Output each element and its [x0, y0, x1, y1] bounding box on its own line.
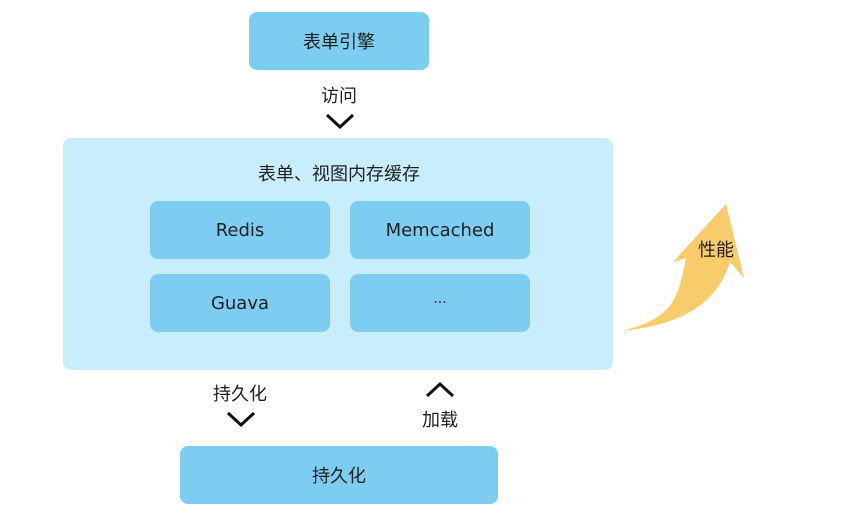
cache-item-more: ... [350, 274, 530, 332]
performance-arrow-shape [622, 204, 744, 331]
cache-item-label: Guava [210, 292, 270, 314]
access-label: 访问 [321, 86, 357, 107]
cache-panel: 表单、视图内存缓存 Redis Memcached Guava ... [63, 138, 613, 370]
form-engine-box: 表单引擎 [249, 12, 429, 70]
persistence-label: 持久化 [312, 466, 366, 487]
chevron-down-icon [226, 410, 256, 428]
cache-item-label: Redis [215, 219, 265, 241]
chevron-up-icon [425, 381, 455, 399]
chevron-down-icon [325, 112, 355, 130]
form-engine-label: 表单引擎 [303, 32, 375, 53]
persistence-box: 持久化 [180, 446, 498, 504]
cache-item-label: ... [433, 291, 447, 307]
cache-item-memcached: Memcached [350, 201, 530, 259]
curved-arrow-icon: 性能 [618, 200, 748, 339]
cache-item-redis: Redis [150, 201, 330, 259]
performance-label: 性能 [698, 240, 734, 261]
load-label: 加载 [422, 410, 458, 431]
cache-item-guava: Guava [150, 274, 330, 332]
persist-label: 持久化 [213, 384, 267, 405]
cache-panel-title: 表单、视图内存缓存 [258, 164, 420, 185]
cache-item-label: Memcached [385, 219, 495, 241]
